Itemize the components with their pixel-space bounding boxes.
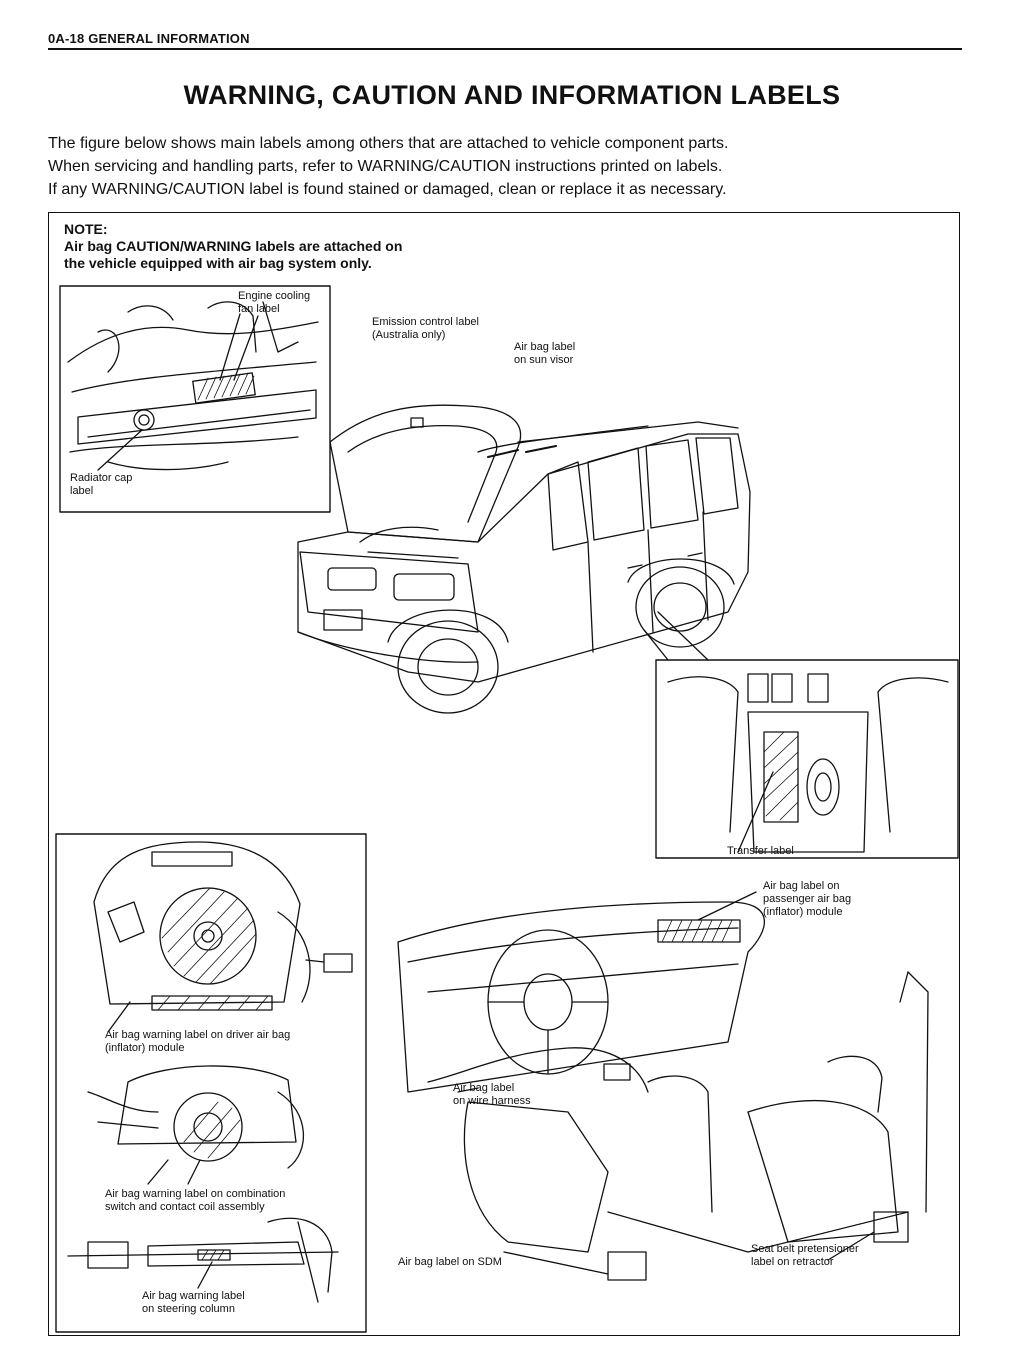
label-wire-harness: Air bag label on wire harness xyxy=(453,1082,531,1107)
vehicle-outline xyxy=(297,404,751,714)
label-sdm: Air bag label on SDM xyxy=(398,1256,502,1268)
fan-label-hatch xyxy=(197,372,255,401)
note-line-1: Air bag CAUTION/WARNING labels are attac… xyxy=(64,238,403,254)
page-title: WARNING, CAUTION AND INFORMATION LABELS xyxy=(183,80,841,110)
label-combination-switch: Air bag warning label on combination swi… xyxy=(105,1188,286,1213)
label-transfer: Transfer label xyxy=(727,845,794,857)
intro-text: The figure below shows main labels among… xyxy=(48,132,968,201)
transfer-inset xyxy=(643,611,959,859)
header-text: 0A-18 GENERAL INFORMATION xyxy=(48,31,250,46)
label-steering-column: Air bag warning label on steering column xyxy=(142,1290,245,1315)
note-box: NOTE: Air bag CAUTION/WARNING labels are… xyxy=(64,221,402,272)
interior-view xyxy=(397,891,929,1281)
label-emission-control: Emission control label (Australia only) xyxy=(372,316,479,341)
intro-line-1: The figure below shows main labels among… xyxy=(48,135,729,152)
page-header: 0A-18 GENERAL INFORMATION xyxy=(48,30,962,50)
header-rule xyxy=(48,48,962,50)
driver-module-hatch xyxy=(161,887,257,985)
intro-line-3: If any WARNING/CAUTION label is found st… xyxy=(48,181,727,198)
label-engine-cooling: Engine cooling fan label xyxy=(238,290,311,315)
intro-line-2: When servicing and handling parts, refer… xyxy=(48,158,723,175)
engine-inset xyxy=(59,285,331,513)
note-line-2: the vehicle equipped with air bag system… xyxy=(64,255,372,271)
vehicle-label-diagram xyxy=(55,285,959,1333)
label-driver-airbag: Air bag warning label on driver air bag … xyxy=(105,1029,291,1054)
label-sun-visor: Air bag label on sun visor xyxy=(514,341,576,366)
passenger-label-hatch xyxy=(661,919,733,943)
note-heading: NOTE: xyxy=(64,221,108,237)
label-passenger-airbag: Air bag label on passenger air bag (infl… xyxy=(763,880,852,918)
figure-frame xyxy=(48,212,960,1336)
label-radiator-cap: Radiator cap label xyxy=(70,472,133,497)
transfer-label-hatch xyxy=(763,731,799,821)
driver-inset xyxy=(55,833,367,1333)
label-seat-belt: Seat belt pretensioner label on retracto… xyxy=(751,1243,859,1268)
